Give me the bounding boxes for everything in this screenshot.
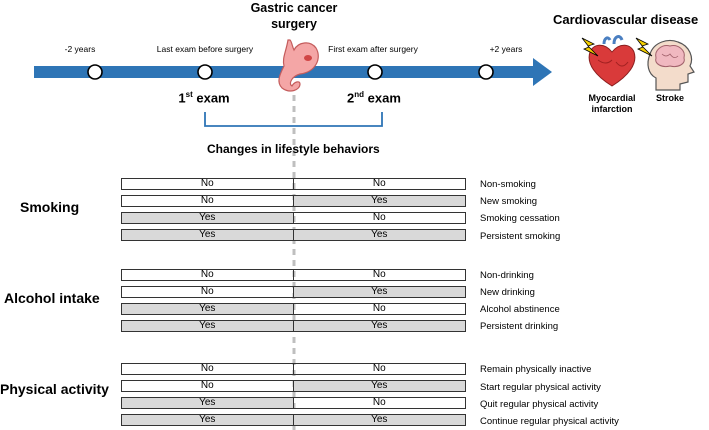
cell-before: No bbox=[121, 286, 294, 298]
category-label-smoking: Smoking bbox=[20, 199, 80, 215]
category-label-physical: Physical activity bbox=[0, 381, 109, 397]
exam1-label: 1st exam bbox=[178, 90, 230, 106]
table-row: Yes Yes bbox=[121, 229, 466, 241]
cell-before: Yes bbox=[121, 320, 294, 332]
row-label: Non-drinking bbox=[480, 270, 534, 281]
table-row: Yes No bbox=[121, 303, 466, 315]
table-row: No Yes bbox=[121, 380, 466, 392]
cell-after: No bbox=[293, 363, 466, 375]
row-label: Smoking cessation bbox=[480, 213, 560, 224]
cell-after: No bbox=[293, 178, 466, 190]
cvd-title: Cardiovascular disease bbox=[553, 12, 699, 27]
timeline-label-minus2: -2 years bbox=[64, 44, 96, 54]
lightning-icon bbox=[581, 37, 599, 57]
row-label: Continue regular physical activity bbox=[480, 416, 619, 427]
table-row: No No bbox=[121, 178, 466, 190]
cell-before: Yes bbox=[121, 397, 294, 409]
cell-before: Yes bbox=[121, 229, 294, 241]
cvd-item-stroke: Stroke bbox=[655, 93, 684, 103]
cell-before: Yes bbox=[121, 414, 294, 426]
row-label: Persistent smoking bbox=[480, 231, 561, 242]
cell-before: Yes bbox=[121, 303, 294, 315]
cell-after: Yes bbox=[293, 195, 466, 207]
cell-after: Yes bbox=[293, 286, 466, 298]
row-label: Non-smoking bbox=[480, 179, 536, 190]
cell-before: No bbox=[121, 195, 294, 207]
table-row: No No bbox=[121, 269, 466, 281]
cell-after: No bbox=[293, 212, 466, 224]
row-label: Start regular physical activity bbox=[480, 382, 601, 393]
cell-after: Yes bbox=[293, 320, 466, 332]
category-label-alcohol: Alcohol intake bbox=[4, 290, 100, 306]
row-label: New drinking bbox=[480, 287, 535, 298]
row-label: Alcohol abstinence bbox=[480, 304, 560, 315]
lightning-icon bbox=[635, 37, 653, 57]
table-row: Yes No bbox=[121, 397, 466, 409]
cvd-item-mi: Myocardial infarction bbox=[588, 93, 636, 114]
table-row: Yes Yes bbox=[121, 414, 466, 426]
exam2-label: 2nd exam bbox=[347, 90, 401, 106]
table-row: No Yes bbox=[121, 286, 466, 298]
timeline-point-exam1 bbox=[197, 64, 213, 80]
cell-after: No bbox=[293, 397, 466, 409]
row-label: New smoking bbox=[480, 196, 538, 207]
surgery-title: Gastric cancer surgery bbox=[250, 1, 338, 31]
brain-head-icon bbox=[647, 39, 695, 91]
timeline-label-first-exam: First exam after surgery bbox=[328, 44, 418, 54]
heart-icon bbox=[588, 35, 636, 87]
row-label: Remain physically inactive bbox=[480, 364, 592, 375]
cell-after: Yes bbox=[293, 229, 466, 241]
cell-before: No bbox=[121, 178, 294, 190]
cell-before: No bbox=[121, 380, 294, 392]
timeline-label-plus2: +2 years bbox=[489, 44, 523, 54]
exam-bracket bbox=[204, 112, 383, 127]
cell-before: Yes bbox=[121, 212, 294, 224]
timeline-label-last-exam: Last exam before surgery bbox=[156, 44, 254, 54]
timeline-point-plus2 bbox=[478, 64, 494, 80]
table-row: Yes Yes bbox=[121, 320, 466, 332]
row-label: Persistent drinking bbox=[480, 321, 559, 332]
cell-after: Yes bbox=[293, 414, 466, 426]
table-row: No No bbox=[121, 363, 466, 375]
changes-label: Changes in lifestyle behaviors bbox=[207, 142, 380, 156]
timeline-arrowhead bbox=[533, 58, 552, 86]
cell-after: No bbox=[293, 269, 466, 281]
timeline-point-minus2 bbox=[87, 64, 103, 80]
stomach-icon bbox=[278, 39, 319, 92]
cell-after: No bbox=[293, 303, 466, 315]
row-label: Quit regular physical activity bbox=[480, 399, 599, 410]
cell-after: Yes bbox=[293, 380, 466, 392]
table-row: No Yes bbox=[121, 195, 466, 207]
cell-before: No bbox=[121, 269, 294, 281]
cell-before: No bbox=[121, 363, 294, 375]
table-row: Yes No bbox=[121, 212, 466, 224]
timeline-point-exam2 bbox=[367, 64, 383, 80]
